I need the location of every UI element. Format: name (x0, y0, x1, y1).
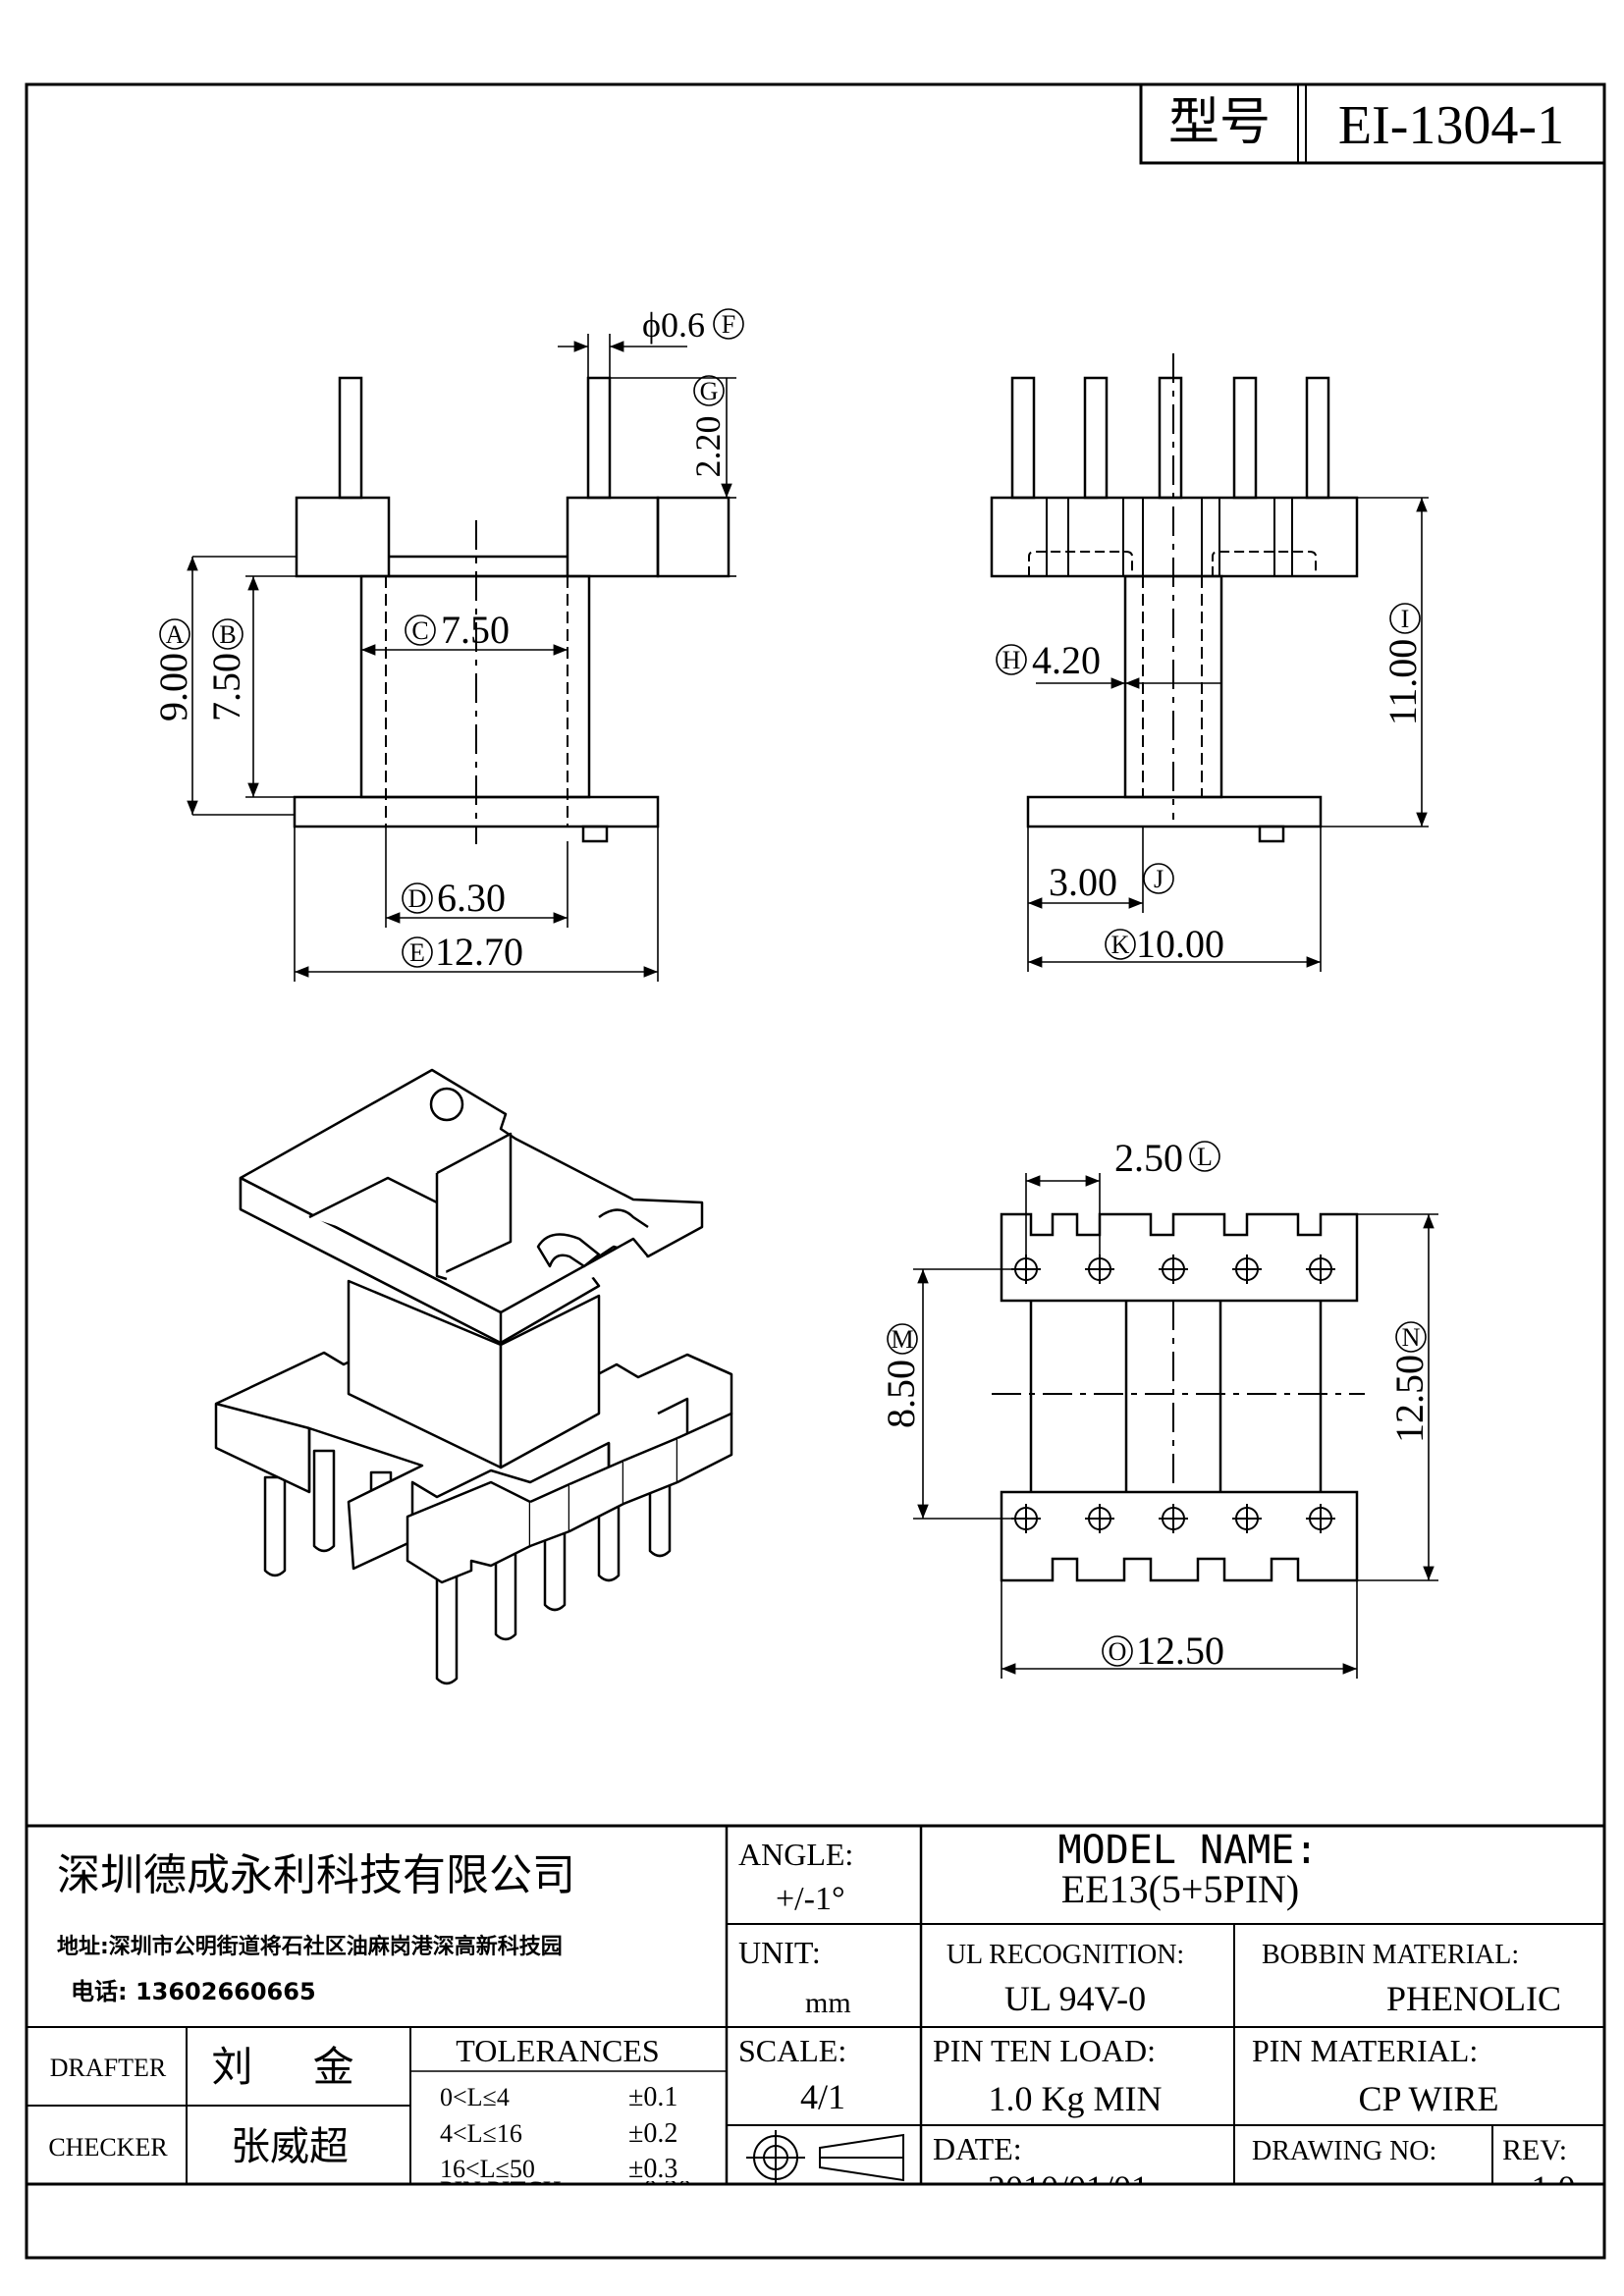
dim-i-letter: I (1401, 605, 1410, 633)
dim-j: 3.00 J (1049, 860, 1174, 904)
side-view (990, 353, 1359, 843)
dim-n-value: 12.50 (1387, 1355, 1432, 1443)
dim-e: E 12.70 (402, 930, 523, 974)
projection-symbol-icon (746, 2130, 904, 2185)
model-label: 型号 (1168, 93, 1271, 152)
drafter-name: 刘 金 (211, 2043, 377, 2091)
dim-j-letter: J (1154, 865, 1164, 893)
side-view-labels: H 4.20 I 11.00 3.00 J K 10.00 (996, 603, 1425, 966)
dim-l: 2.50 L (1114, 1136, 1220, 1180)
dim-o-letter: O (1109, 1637, 1127, 1666)
model-name-value: EE13(5+5PIN) (1061, 1867, 1300, 1911)
model-number: EI-1304-1 (1338, 95, 1564, 156)
dim-a: A 9.00 (151, 618, 195, 721)
dim-c-letter: C (411, 616, 428, 645)
dim-h-letter: H (1002, 646, 1021, 674)
checker-label: CHECKER (48, 2133, 168, 2162)
dim-l-letter: L (1197, 1143, 1213, 1171)
front-view (293, 376, 731, 844)
title-block-grid (27, 1824, 1604, 2186)
dim-m-letter: M (891, 1325, 913, 1354)
dim-o-value: 12.50 (1136, 1629, 1224, 1673)
dim-k-value: 10.00 (1136, 922, 1224, 966)
angle-label: ANGLE: (738, 1837, 853, 1872)
drafter-label: DRAFTER (50, 2054, 167, 2082)
dim-g-letter: G (700, 377, 719, 405)
dim-b-letter: B (219, 620, 236, 649)
bottom-view (992, 1212, 1365, 1582)
dim-h-value: 4.20 (1032, 638, 1101, 682)
dim-g-value: 2.20 (688, 416, 728, 478)
company-name: 深圳德成永利科技有限公司 (57, 1850, 575, 1900)
pin-ten-load-value: 1.0 Kg MIN (989, 2079, 1163, 2118)
tolerance-table: 0<L≤4 ±0.1 4<L≤16 ±0.2 16<L≤50 ±0.3 PIN … (440, 2082, 691, 2206)
bottom-view-dimensions (913, 1173, 1438, 1679)
drawing-no-label: DRAWING NO: (1252, 2136, 1436, 2166)
dim-o: O 12.50 (1102, 1629, 1224, 1673)
tolerance-value: ±0.20 (628, 2175, 691, 2206)
sheet-border (25, 82, 1606, 2260)
dim-e-letter: E (409, 938, 425, 967)
dim-i: I 11.00 (1380, 603, 1425, 726)
dim-k-letter: K (1111, 931, 1130, 959)
dim-a-letter: A (166, 620, 185, 649)
tolerance-range: 0<L≤4 (440, 2083, 510, 2111)
dim-a-value: 9.00 (151, 653, 195, 721)
dim-c: C 7.50 (405, 608, 510, 652)
tolerance-value: ±0.1 (628, 2082, 677, 2112)
tolerances-label: TOLERANCES (456, 2033, 659, 2068)
scale-value: 4/1 (800, 2077, 845, 2116)
dim-g: G 2.20 (688, 375, 728, 478)
isometric-view (214, 1068, 733, 1685)
tolerance-range: 16<L≤50 (440, 2155, 535, 2183)
dim-i-value: 11.00 (1380, 639, 1425, 726)
dim-j-value: 3.00 (1049, 860, 1117, 904)
dim-b-value: 7.50 (204, 653, 248, 721)
dim-d: D 6.30 (402, 876, 506, 920)
company-address: 地址:深圳市公明街道将石社区油麻岗港深高新科技园 (57, 1934, 563, 1959)
dim-b: B 7.50 (204, 618, 248, 721)
tolerance-range: 4<L≤16 (440, 2119, 522, 2148)
dim-n-letter: N (1402, 1323, 1421, 1352)
dim-k: K 10.00 (1105, 922, 1224, 966)
tolerance-value: ±0.2 (628, 2118, 677, 2149)
model-name-label: MODEL NAME: (1058, 1828, 1319, 1873)
dim-c-value: 7.50 (441, 608, 510, 652)
bobbin-material-value: PHENOLIC (1386, 1979, 1561, 2018)
dim-m-value: 8.50 (879, 1360, 923, 1428)
dim-l-value: 2.50 (1114, 1136, 1183, 1180)
rev-value: 1.0 (1532, 2168, 1576, 2208)
checker-name: 张威超 (231, 2124, 349, 2169)
date-value: 2010/01/01 (988, 2168, 1149, 2208)
pin-ten-load-label: PIN TEN LOAD: (933, 2033, 1156, 2068)
unit-value: mm (805, 1987, 851, 2019)
company-phone: 电话: 13602660665 (71, 1978, 316, 2005)
dim-n: N 12.50 (1387, 1321, 1432, 1443)
scale-label: SCALE: (738, 2033, 846, 2068)
side-view-dimensions (1027, 497, 1429, 972)
dim-f-value: ϕ0.6 (642, 305, 705, 345)
unit-label: UNIT: (738, 1935, 821, 1970)
dim-m: M 8.50 (879, 1323, 923, 1428)
angle-value: +/-1° (776, 1881, 845, 1917)
dim-f-letter: F (722, 310, 735, 339)
bottom-view-labels: 2.50 L M 8.50 N 12.50 O 12.50 (879, 1136, 1432, 1673)
dim-h: H 4.20 (996, 638, 1101, 682)
front-view-labels: A 9.00 B 7.50 C 7.50 D 6.30 E 12.70 ϕ0.6… (151, 305, 744, 974)
tolerance-value: ±0.3 (628, 2154, 677, 2184)
ul-value: UL 94V-0 (1004, 1979, 1146, 2018)
dim-d-letter: D (408, 884, 427, 913)
dim-d-value: 6.30 (437, 876, 506, 920)
bobbin-material-label: BOBBIN MATERIAL: (1262, 1940, 1519, 1970)
rev-label: REV: (1502, 2134, 1567, 2166)
date-label: DATE: (933, 2131, 1022, 2166)
dim-e-value: 12.70 (435, 930, 523, 974)
pin-material-label: PIN MATERIAL: (1252, 2033, 1478, 2068)
pin-material-value: CP WIRE (1358, 2079, 1498, 2118)
ul-label: UL RECOGNITION: (947, 1940, 1184, 1970)
dim-f: ϕ0.6 F (642, 305, 744, 345)
tolerance-range: PIN PITCH (440, 2176, 562, 2205)
